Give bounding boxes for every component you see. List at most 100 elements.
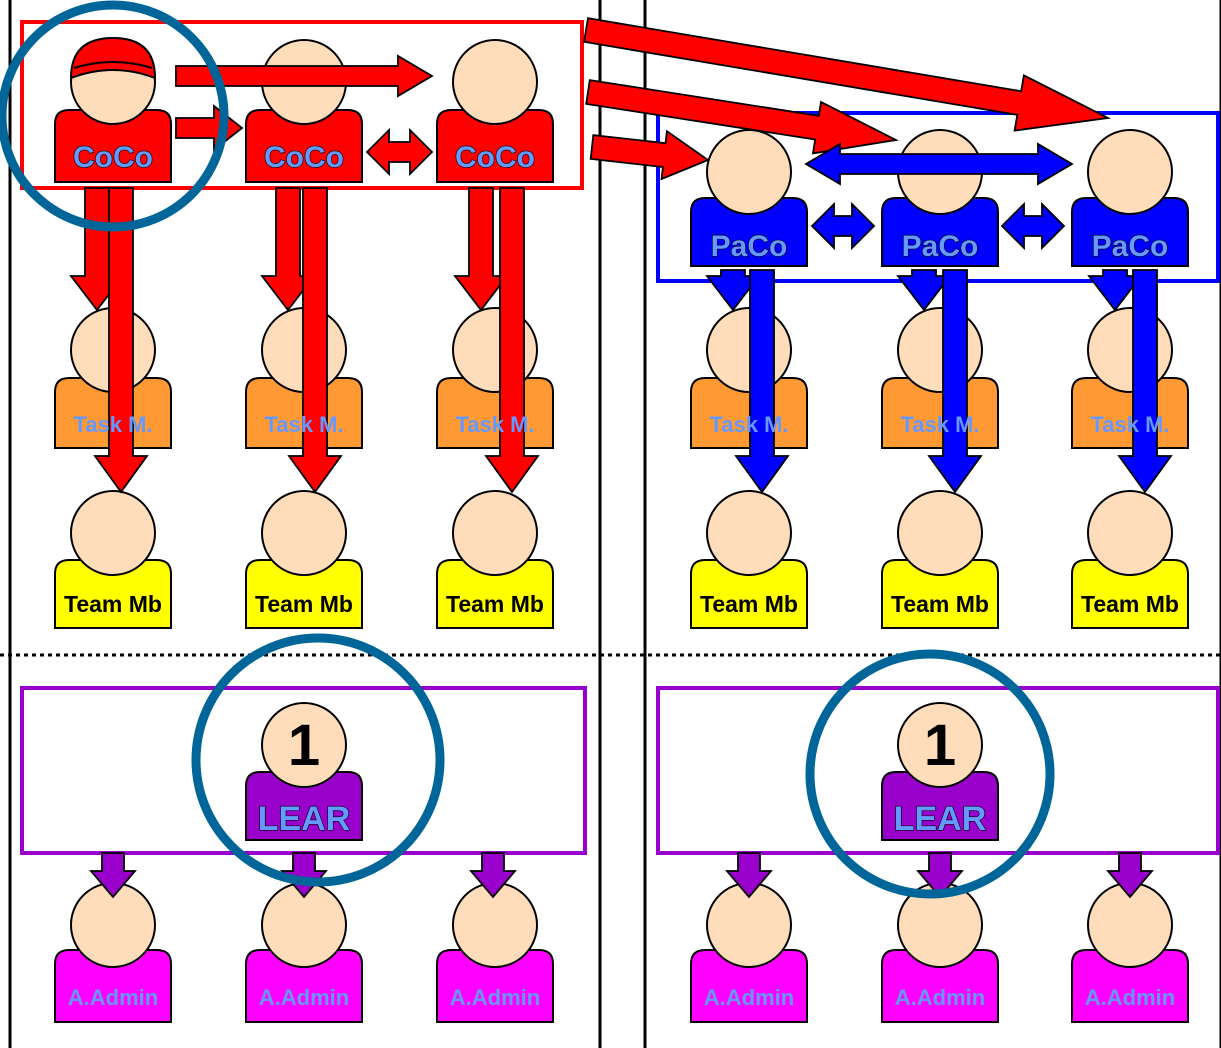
coco-to-team-arrow-1 [93,187,149,494]
paco-to-task-arrow-2 [896,269,952,312]
left-admin-label-3: A.Admin [450,985,540,1010]
left-team-member-3 [436,490,554,629]
coco-person-3-body [436,109,554,183]
left-admin-1-body [54,949,172,1023]
right-lear-number: 1 [924,713,956,778]
highlight-circle-lear-right [805,649,1055,899]
right-team-label-2: Team Mb [891,591,989,617]
right-admin-label-1: A.Admin [704,985,794,1010]
coordinator-box [20,20,584,190]
right-task-manager-3-head [1087,307,1173,393]
right-admin-2 [881,882,999,1023]
left-team-member-2-body [245,559,363,629]
right-task-manager-2-head [897,307,983,393]
left-team-label-3: Team Mb [446,591,544,617]
left-team-member-2 [245,490,363,629]
paco-person-1-body [690,197,808,267]
right-task-label-3: Task M. [1090,412,1169,437]
coco-person-2-body [245,109,363,183]
left-task-label-1: Task M. [73,412,152,437]
paco-to-team-arrow-2 [927,269,983,494]
coco-to-team-arrow-3 [484,187,540,494]
coco-to-paco2-arrow [585,79,899,155]
right-task-label-2: Task M. [900,412,979,437]
coco-arrow-mid [175,104,244,152]
arrows [69,17,1173,899]
right-team-member-1 [690,490,808,629]
coco-label-2: CoCo [264,141,344,174]
left-team-member-1-head [70,490,156,576]
right-admin-3 [1071,882,1189,1023]
coco-person-3-head [452,39,538,125]
right-task-manager-3-body [1071,377,1189,449]
right-team-member-2-body [881,559,999,629]
right-team-member-3 [1071,490,1189,629]
coco-person-1-body [54,109,172,183]
left-admin-label-2: A.Admin [259,985,349,1010]
lear-to-admin-arrow-3 [469,852,517,899]
paco-to-team-arrow-1 [734,269,790,494]
paco-person-2-body [881,197,999,267]
paco-label-1: PaCo [711,230,788,263]
left-admin-2 [245,882,363,1023]
lear-to-admin-arrow-5 [916,852,964,899]
paco-to-team-arrow-3 [1117,269,1173,494]
right-team-label-3: Team Mb [1081,591,1179,617]
paco-person-2 [881,129,999,267]
coco-double-arrow [365,127,434,177]
coco-to-team-arrow-2 [287,187,343,494]
paco-person-1-head [706,129,792,215]
right-admin-3-body [1071,949,1189,1023]
coco-label-1: CoCo [73,141,153,174]
coco-to-paco3-arrow [582,17,1111,132]
paco-double-arrow-top [804,142,1074,186]
coco-label-3: CoCo [455,141,535,174]
coco-to-task-arrow-2 [260,187,316,312]
left-lear-person-head [261,702,347,788]
paco-to-task-arrow-3 [1087,269,1143,312]
paco-label-2: PaCo [902,230,979,263]
paco-to-task-arrow-1 [705,269,761,312]
coco-person-3 [436,39,554,183]
coco-to-task-arrow-3 [453,187,509,312]
paco-person-1 [690,129,808,267]
lear-to-admin-arrow-1 [89,852,137,899]
left-team-member-1 [54,490,172,629]
right-team-member-2 [881,490,999,629]
right-task-manager-1-body [690,377,808,449]
left-team-member-3-body [436,559,554,629]
highlight-circle-lear-left [191,633,445,887]
lear-to-admin-arrow-4 [725,852,773,899]
left-admin-2-body [245,949,363,1023]
right-admin-2-body [881,949,999,1023]
people [54,36,1189,1023]
left-team-member-2-head [261,490,347,576]
highlight-circle-coco [0,0,229,232]
right-task-label-1: Task M. [709,412,788,437]
right-team-member-1-head [706,490,792,576]
right-team-label-1: Team Mb [700,591,798,617]
paco-person-3-body [1071,197,1189,267]
right-panel-border [643,0,1221,1048]
paco-label-3: PaCo [1092,230,1169,263]
right-lear-label: LEAR [894,800,987,838]
paco-person-3-head [1087,129,1173,215]
left-task-label-2: Task M. [264,412,343,437]
right-team-member-2-head [897,490,983,576]
left-admin-label-1: A.Admin [68,985,158,1010]
paco-double-arrow-mid-2 [1000,201,1066,251]
left-team-member-3-head [452,490,538,576]
left-lear-person [245,702,363,841]
cap-brim [73,61,153,69]
right-admin-label-3: A.Admin [1085,985,1175,1010]
right-lear-person-body [881,771,999,841]
left-panel-border [8,0,602,1048]
left-task-label-3: Task M. [455,412,534,437]
coco-to-paco1-arrow [589,129,710,181]
left-team-label-1: Team Mb [64,591,162,617]
highlight-circles [0,0,1055,899]
right-lear-person-head [897,702,983,788]
